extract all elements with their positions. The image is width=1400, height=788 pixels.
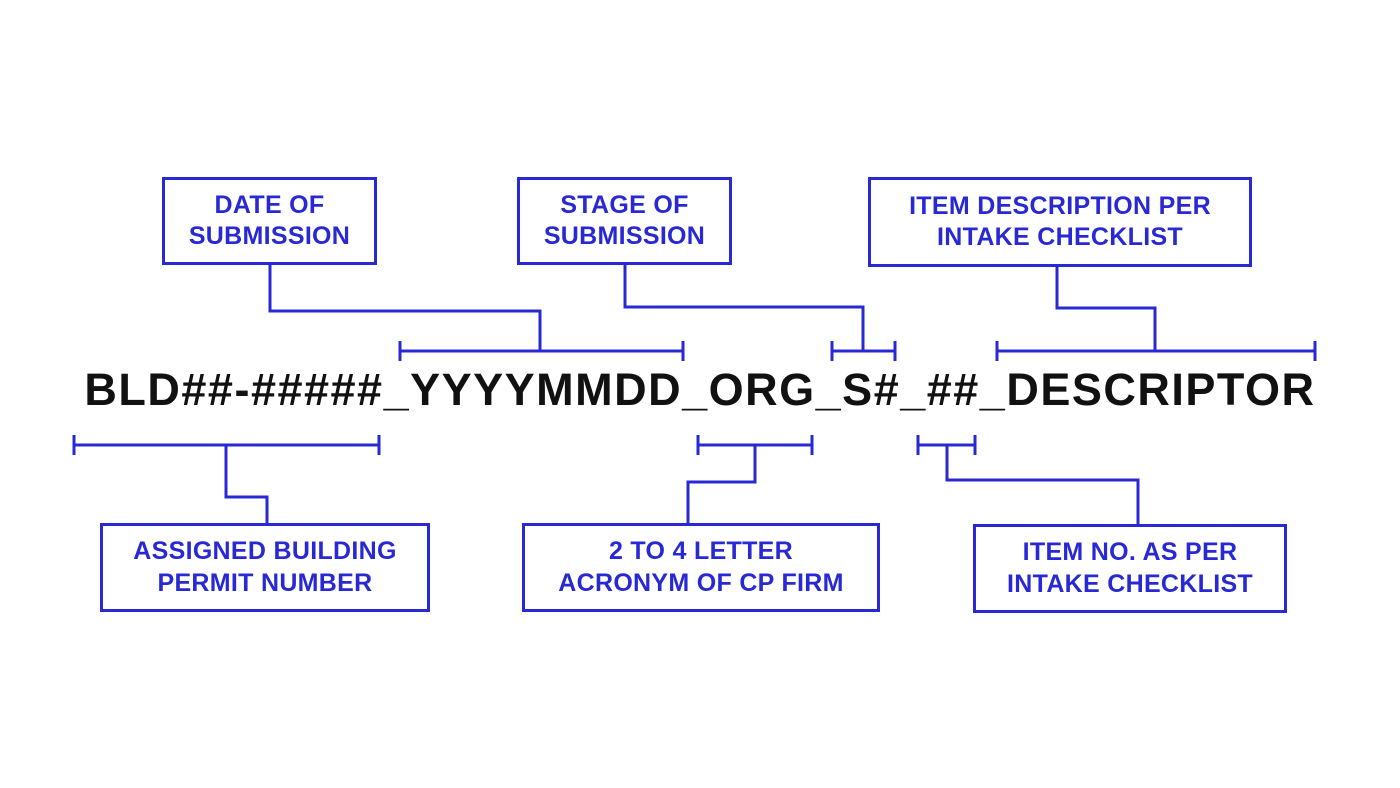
callout-label-line: INTAKE CHECKLIST	[1007, 569, 1253, 598]
connector-cp-firm-acronym	[686, 445, 757, 524]
callout-label-line: PERMIT NUMBER	[157, 568, 373, 597]
bracket-org-segment	[696, 435, 814, 455]
callout-label-line: ITEM DESCRIPTION PER	[909, 191, 1211, 220]
callout-item-number: ITEM NO. AS PER INTAKE CHECKLIST	[973, 524, 1287, 613]
callout-label-line: STAGE OF	[560, 190, 689, 219]
callout-label-line: SUBMISSION	[543, 222, 706, 250]
connector-stage-of-submission	[623, 264, 865, 351]
callout-label-line: ACRONYM OF CP FIRM	[558, 568, 844, 597]
bracket-stage-segment	[830, 341, 897, 361]
connector-date-of-submission	[268, 264, 542, 351]
callout-label-line: ITEM NO. AS PER	[1022, 538, 1238, 567]
bracket-item-no-segment	[916, 435, 977, 455]
callout-assigned-permit-number: ASSIGNED BUILDING PERMIT NUMBER	[100, 523, 430, 612]
callout-label-line: ASSIGNED BUILDING	[133, 537, 397, 566]
callout-label-line: INTAKE CHECKLIST	[937, 223, 1183, 251]
connector-permit-number	[224, 445, 269, 524]
connector-item-number	[945, 445, 1140, 525]
bracket-yyyymmdd-segment	[398, 341, 685, 361]
connector-item-description	[1055, 266, 1157, 351]
callout-label-line: 2 TO 4 LETTER	[608, 537, 794, 566]
callout-item-description: ITEM DESCRIPTION PER INTAKE CHECKLIST	[868, 177, 1252, 267]
bracket-descriptor-segment	[995, 341, 1317, 361]
callout-label-line: SUBMISSION	[188, 222, 351, 250]
callout-stage-of-submission: STAGE OF SUBMISSION	[517, 177, 732, 265]
callout-date-of-submission: DATE OF SUBMISSION	[162, 177, 377, 265]
filename-pattern: BLD##-#####_YYYYMMDD_ORG_S#_##_DESCRIPTO…	[84, 364, 1316, 415]
callout-cp-firm-acronym: 2 TO 4 LETTER ACRONYM OF CP FIRM	[522, 523, 880, 612]
callout-label-line: DATE OF	[214, 190, 325, 219]
bracket-permit-segment	[72, 435, 381, 455]
